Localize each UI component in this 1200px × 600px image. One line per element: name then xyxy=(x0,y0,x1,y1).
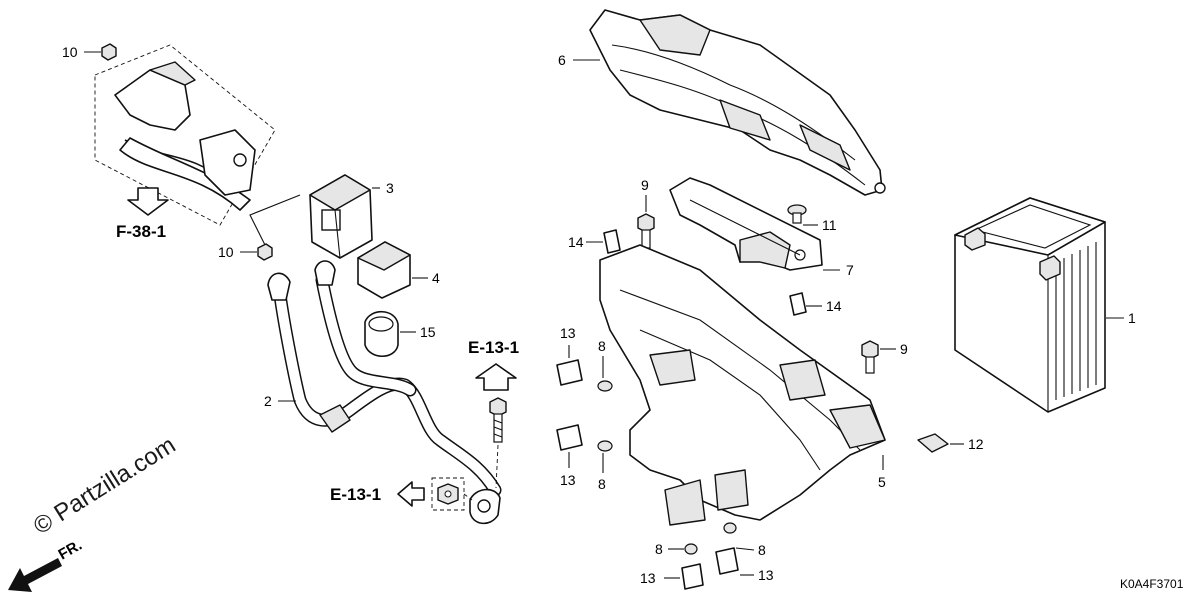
callout-13-upper: 13 xyxy=(560,325,576,341)
cover-6 xyxy=(573,9,886,196)
nut-13-upper xyxy=(556,345,583,386)
ref-e13-left: E-13-1 xyxy=(330,485,381,504)
watermark: © Partzilla.com xyxy=(29,431,180,540)
screw-11 xyxy=(787,204,818,226)
relay-3 xyxy=(309,174,380,259)
ref-arrow-left-icon xyxy=(397,481,425,507)
callout-8-bottom-right: 8 xyxy=(758,542,766,558)
callout-10-top: 10 xyxy=(62,44,78,60)
front-label: FR. xyxy=(56,537,85,564)
cable-terminal xyxy=(469,488,501,525)
callout-11: 11 xyxy=(822,217,837,233)
clip-14-left xyxy=(586,229,621,254)
callout-8-middle: 8 xyxy=(598,476,606,492)
ref-arrow-down-icon xyxy=(127,187,169,216)
callout-7: 7 xyxy=(846,262,854,278)
callout-14-right: 14 xyxy=(826,298,842,314)
diagram-code: K0A4F3701 xyxy=(1120,577,1184,591)
battery-box-5 xyxy=(599,244,886,526)
washer-8-upper xyxy=(597,356,613,392)
callout-12: 12 xyxy=(968,436,984,452)
nut-e13 xyxy=(437,483,459,505)
bolt-e13 xyxy=(489,397,507,443)
callout-10-lower: 10 xyxy=(218,244,234,260)
callout-15: 15 xyxy=(420,324,436,340)
washer-8-middle xyxy=(597,440,613,473)
nut-13-bottom-right xyxy=(715,547,754,576)
callout-13-middle: 13 xyxy=(560,472,576,488)
callout-13-bottom-left: 13 xyxy=(640,570,656,586)
callout-2: 2 xyxy=(264,393,272,409)
callout-5: 5 xyxy=(878,474,886,490)
sub-harness-group xyxy=(94,44,276,226)
bolt-10-top xyxy=(84,43,117,61)
nut-13-bottom-left xyxy=(664,563,704,590)
callout-8-bottom-left: 8 xyxy=(655,541,663,557)
bracket-7 xyxy=(669,177,840,271)
callout-4: 4 xyxy=(432,270,440,286)
ref-f38: F-38-1 xyxy=(116,222,166,241)
bolt-9-top xyxy=(637,195,655,249)
callout-3: 3 xyxy=(386,180,394,196)
band-15 xyxy=(364,310,416,358)
battery-vent-lines xyxy=(1055,242,1097,400)
callout-6: 6 xyxy=(558,52,566,68)
callout-13-bottom-right: 13 xyxy=(758,567,774,583)
battery-cable-2 xyxy=(267,260,502,497)
ref-e13-up: E-13-1 xyxy=(468,338,519,357)
callout-8-upper: 8 xyxy=(598,338,606,354)
clip-12 xyxy=(917,433,964,453)
battery-1 xyxy=(954,197,1124,413)
washer-8-bottom-right xyxy=(723,522,755,551)
clip-14-right xyxy=(789,292,822,316)
callout-14-left: 14 xyxy=(568,234,584,250)
bolt-9-right xyxy=(861,340,896,374)
callout-1: 1 xyxy=(1128,310,1136,326)
washer-8-bottom-left xyxy=(668,543,698,555)
callout-9-right: 9 xyxy=(900,341,908,357)
callout-9-top: 9 xyxy=(641,177,649,193)
boot-4 xyxy=(357,241,428,299)
nut-13-middle xyxy=(556,424,583,468)
front-arrow-icon xyxy=(8,558,62,592)
bolt-10-lower xyxy=(240,243,273,261)
ref-arrow-up-icon xyxy=(475,363,517,391)
